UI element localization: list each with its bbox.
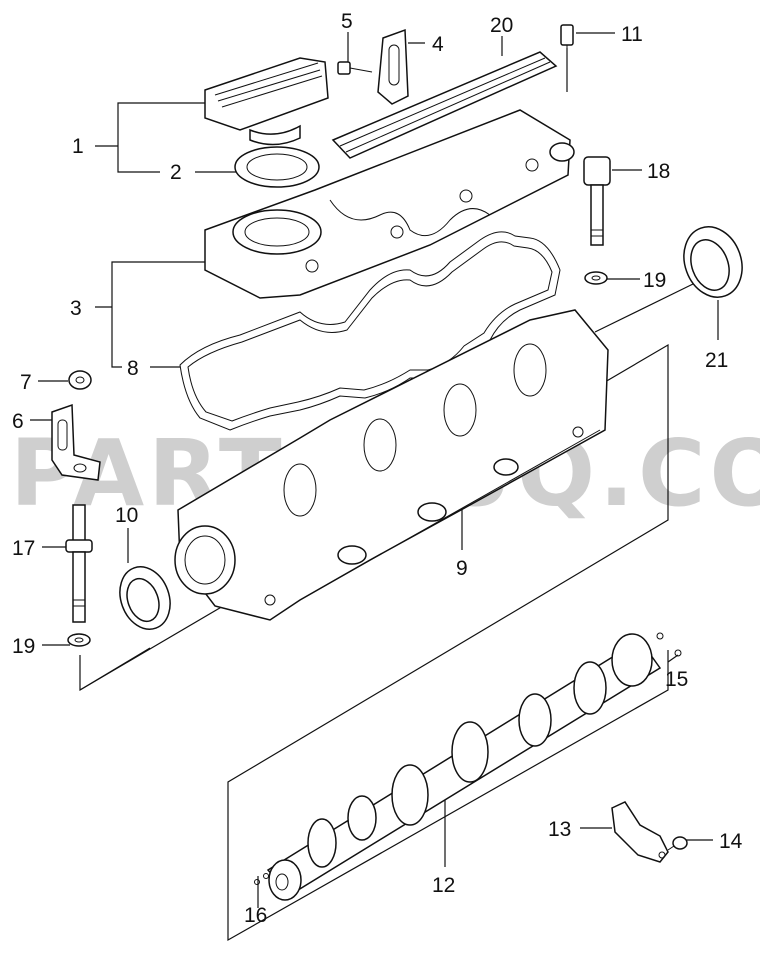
callout-12: 12 <box>432 874 455 897</box>
camshaft <box>266 633 662 901</box>
bolt-14 <box>667 836 688 851</box>
callout-19-left: 19 <box>12 635 35 658</box>
thrust-plate-13 <box>611 801 669 863</box>
callout-6: 6 <box>12 410 24 433</box>
callout-8: 8 <box>127 357 139 380</box>
oil-filler-cap <box>204 57 329 146</box>
callout-7: 7 <box>20 371 32 394</box>
cover-plate <box>331 51 558 159</box>
callout-5: 5 <box>341 10 353 33</box>
nut-7 <box>68 370 92 390</box>
pin-15 <box>656 632 682 657</box>
bolt-11 <box>560 24 574 55</box>
bracket-4 <box>377 28 409 105</box>
oil-seal-21 <box>683 226 743 298</box>
stud-17 <box>65 504 93 623</box>
callout-2: 2 <box>170 161 182 184</box>
washer-19-right <box>584 271 608 285</box>
bolt-18 <box>583 156 611 246</box>
callout-4: 4 <box>432 33 444 56</box>
callout-13: 13 <box>548 818 571 841</box>
callout-9: 9 <box>456 557 468 580</box>
washer-19-left <box>67 633 91 647</box>
leader-lines <box>30 32 719 942</box>
callout-19-right: 19 <box>643 269 666 292</box>
oil-seal-10 <box>119 566 171 630</box>
head-cover-gasket <box>179 231 561 431</box>
cylinder-head-cover <box>204 109 575 299</box>
callout-20: 20 <box>490 14 513 37</box>
callout-15: 15 <box>665 668 688 691</box>
callout-3: 3 <box>70 297 82 320</box>
pin-16 <box>254 873 269 885</box>
callout-11: 11 <box>621 23 643 46</box>
callout-1: 1 <box>72 135 84 158</box>
callout-18: 18 <box>647 160 670 183</box>
bracket-6 <box>51 403 101 481</box>
bolt-5 <box>337 61 373 75</box>
callout-10: 10 <box>115 504 138 527</box>
cap-gasket <box>234 146 320 188</box>
callout-14: 14 <box>719 830 743 853</box>
callout-labels: 1 2 3 4 5 6 7 8 9 10 11 12 13 14 15 16 1… <box>12 10 743 927</box>
callout-17: 17 <box>12 537 35 560</box>
callout-16: 16 <box>244 904 267 927</box>
callout-21: 21 <box>705 349 728 372</box>
camshaft-housing <box>174 309 609 621</box>
